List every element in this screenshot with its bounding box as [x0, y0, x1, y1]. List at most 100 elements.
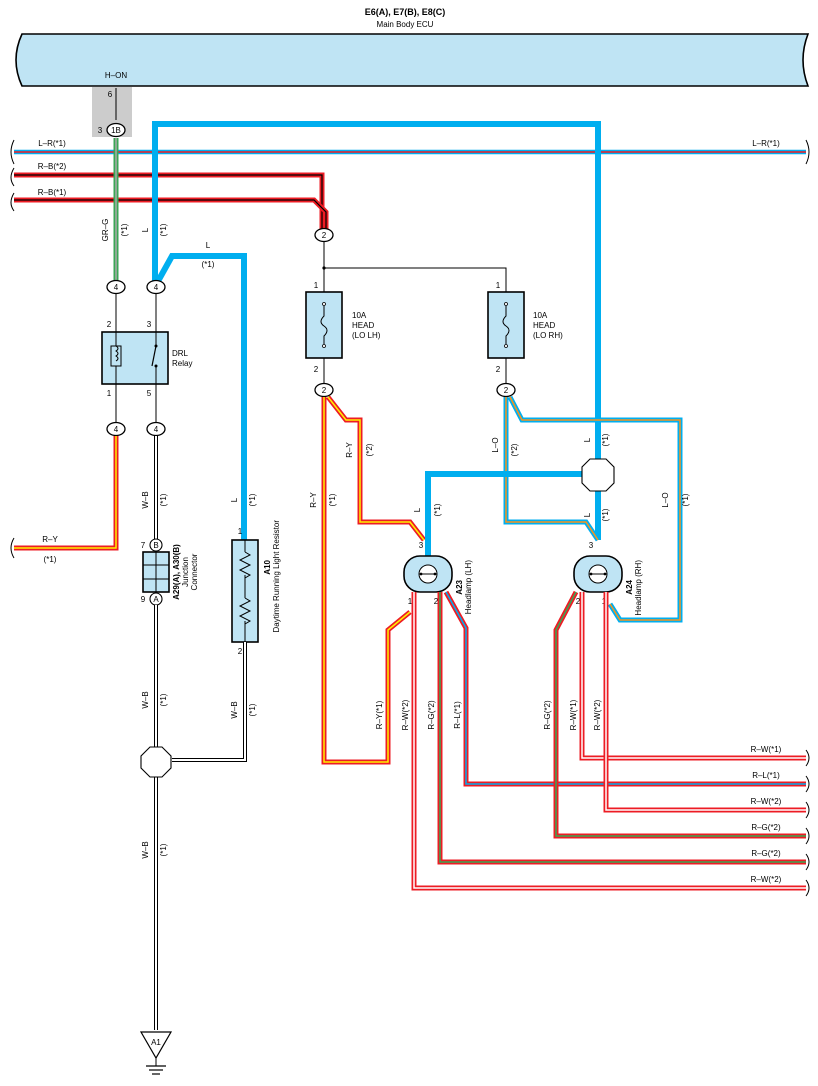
svg-text:HEAD: HEAD: [533, 321, 555, 330]
fuse-lo-lh: 1 2 10A HEAD (LO LH): [305, 281, 381, 383]
svg-text:10A: 10A: [352, 311, 367, 320]
label-wb-d: W–B: [141, 841, 150, 858]
label-rw2a: R–W(*2): [401, 699, 410, 730]
output-label-1: R–L(*1): [752, 771, 780, 780]
svg-text:2: 2: [434, 597, 439, 606]
svg-text:3: 3: [419, 541, 424, 550]
svg-text:5: 5: [147, 389, 152, 398]
junction-4-top-right: 4: [146, 279, 166, 295]
svg-text:(LO RH): (LO RH): [533, 331, 563, 340]
svg-text:3: 3: [589, 541, 594, 550]
label-l-a: L: [141, 227, 150, 232]
wire-l-resistor: [154, 253, 247, 540]
junction-2-fuse-top: 2: [314, 227, 334, 243]
label-rg2a: R–G(*2): [427, 700, 436, 730]
svg-text:4: 4: [114, 283, 119, 292]
wire-ry-left: [14, 436, 119, 551]
label-wb-c-note: (*1): [159, 693, 168, 706]
label-ry-a: R–Y: [345, 442, 354, 458]
svg-text:A23: A23: [455, 579, 464, 594]
label-wb-b: W–B: [230, 701, 239, 718]
label-l-b: L: [206, 241, 211, 250]
svg-text:B: B: [153, 541, 158, 550]
label-l-c: L: [413, 507, 422, 512]
svg-text:2: 2: [504, 386, 509, 395]
ecu-terminal-label: H–ON: [105, 71, 127, 80]
junction-4-bottom-right: 4: [146, 421, 166, 437]
output-label-0: R–W(*1): [751, 745, 782, 754]
label-wb-c: W–B: [141, 691, 150, 708]
wire-ry-note: (*1): [44, 555, 57, 564]
svg-text:Relay: Relay: [172, 359, 192, 368]
svg-text:4: 4: [114, 425, 119, 434]
wire-l-headlamp-lh: [425, 471, 598, 556]
label-l-res-note: (*1): [248, 493, 257, 506]
svg-text:10A: 10A: [533, 311, 548, 320]
label-wb-d-note: (*1): [159, 843, 168, 856]
output-label-2: R–W(*2): [751, 797, 782, 806]
main-body-ecu: E6(A), E7(B), E8(C) Main Body ECU H–ON: [15, 7, 810, 87]
label-lo-b: L–O: [661, 492, 670, 507]
output-label-4: R–G(*2): [751, 849, 781, 858]
svg-text:Headlamp (RH): Headlamp (RH): [634, 560, 643, 616]
label-rg2b: R–G(*2): [543, 700, 552, 730]
svg-text:4: 4: [154, 425, 159, 434]
wire-lr-right-label: L–R(*1): [752, 139, 780, 148]
svg-text:3: 3: [98, 126, 103, 135]
svg-text:1: 1: [238, 527, 243, 536]
label-l-a-note: (*1): [159, 223, 168, 236]
wire-ry-fuse-lh: [321, 395, 426, 765]
wire-rb1-label: R–B(*1): [38, 188, 67, 197]
svg-text:9: 9: [141, 595, 146, 604]
svg-text:Junction: Junction: [181, 557, 190, 587]
svg-text:A29(A), A30(B): A29(A), A30(B): [172, 544, 181, 600]
splice-right: [581, 458, 615, 492]
drl-relay: DRL Relay 2 3 1 5: [101, 294, 192, 422]
svg-text:HEAD: HEAD: [352, 321, 374, 330]
output-label-3: R–G(*2): [751, 823, 781, 832]
label-l-e: L: [583, 512, 592, 517]
svg-text:1: 1: [496, 281, 501, 290]
splice-left: [140, 746, 172, 778]
label-ry-a-note: (*2): [365, 443, 374, 456]
label-lo-b-note: (*1): [681, 493, 690, 506]
label-wb-a: W–B: [141, 491, 150, 508]
svg-text:2: 2: [576, 597, 581, 606]
label-ry1: R–Y(*1): [375, 700, 384, 729]
wire-wb-resistor: [172, 642, 247, 762]
junction-4-bottom-left: 4: [106, 421, 126, 437]
svg-text:DRL: DRL: [172, 349, 189, 358]
wire-lr-left-label: L–R(*1): [38, 139, 66, 148]
headlamp-lh: 3 1 2 A23 Headlamp (LH): [403, 541, 473, 614]
wire-rb1: [14, 197, 329, 230]
junction-connector: B 7 A 9 A29(A), A30(B) Junction Connecto…: [141, 538, 199, 606]
svg-text:A: A: [153, 595, 159, 604]
svg-text:1B: 1B: [111, 126, 121, 135]
wire-lo-fuse-rh: [503, 395, 683, 623]
svg-text:4: 4: [154, 283, 159, 292]
svg-text:1: 1: [408, 597, 413, 606]
headlamp-rh: 3 2 1 A24 Headlamp (RH): [573, 541, 643, 616]
output-label-5: R–W(*2): [751, 875, 782, 884]
svg-text:3: 3: [147, 320, 152, 329]
svg-text:1: 1: [107, 389, 112, 398]
junction-4-top-left: 4: [106, 279, 126, 295]
label-l-c-note: (*1): [433, 503, 442, 516]
svg-text:2: 2: [107, 320, 112, 329]
junction-2-fuse-rh: 2: [496, 382, 516, 398]
label-wb-a-note: (*1): [159, 493, 168, 506]
label-l-d-note: (*1): [601, 433, 610, 446]
svg-text:2: 2: [322, 231, 327, 240]
label-grg-note: (*1): [120, 223, 129, 236]
label-grg: GR–G: [101, 219, 110, 242]
label-rw2b: R–W(*2): [593, 699, 602, 730]
ecu-ids: E6(A), E7(B), E8(C): [365, 7, 446, 17]
fuse-lo-rh: 1 2 10A HEAD (LO RH): [487, 281, 563, 383]
ecu-terminal-pin: 6: [108, 90, 113, 99]
wire-l-blue-main: [152, 121, 601, 540]
label-rw1: R–W(*1): [569, 699, 578, 730]
svg-text:2: 2: [322, 386, 327, 395]
svg-text:1: 1: [314, 281, 319, 290]
label-ry-b: R–Y: [309, 492, 318, 508]
